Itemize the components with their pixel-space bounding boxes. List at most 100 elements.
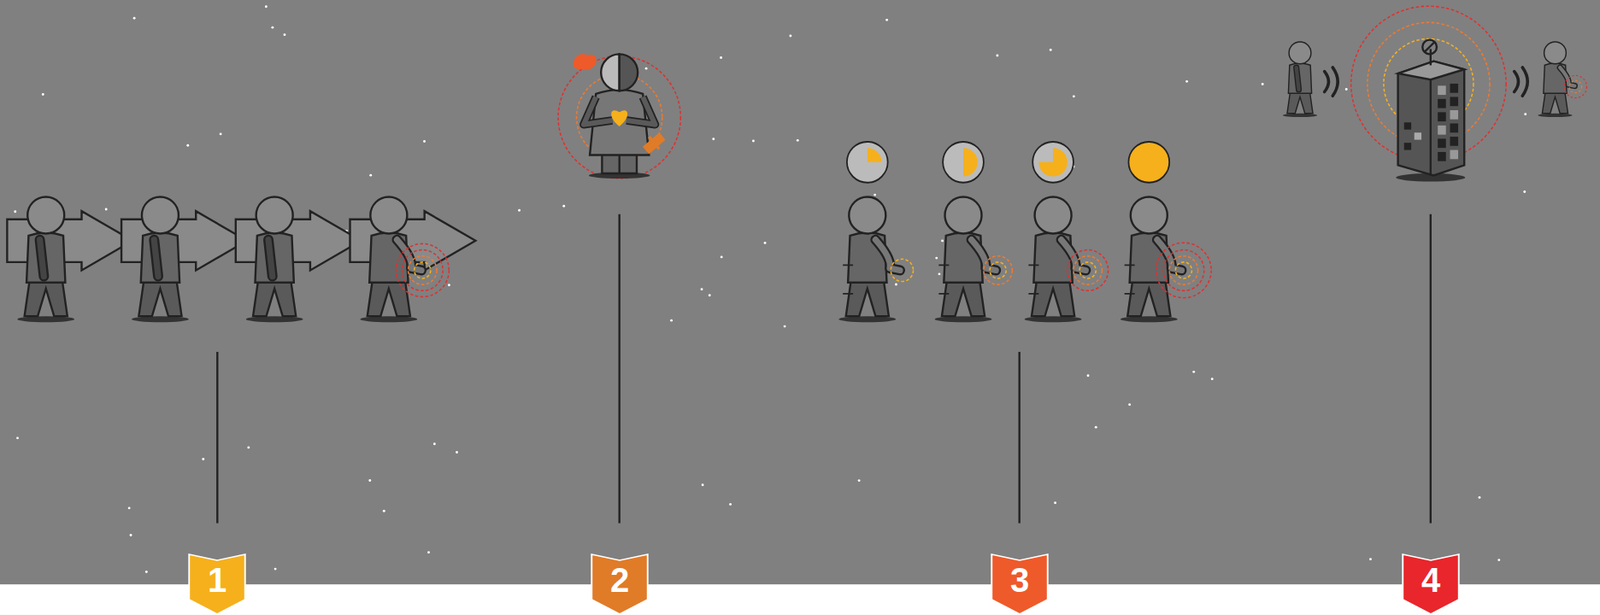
window — [1437, 138, 1447, 148]
star-dot — [752, 140, 755, 143]
drawing-part — [600, 53, 619, 91]
drawing-part — [216, 352, 218, 524]
drawing-part — [1156, 242, 1212, 298]
star-dot — [13, 210, 17, 213]
star-dot — [369, 174, 372, 177]
drawing-part — [617, 155, 620, 174]
star-dot — [201, 458, 205, 461]
drawing-part — [235, 211, 362, 271]
star-dot — [894, 283, 898, 287]
star-dot — [885, 18, 889, 22]
drawing-part — [619, 53, 638, 91]
star-dot — [455, 451, 459, 454]
stage-badge: 1 — [188, 550, 247, 615]
star-dot — [788, 35, 792, 38]
star-dot — [264, 5, 268, 8]
drawing-part — [1073, 256, 1102, 285]
drawing-part — [1404, 83, 1459, 162]
star-dot — [562, 205, 565, 208]
star-dot — [1094, 426, 1098, 430]
window — [1437, 99, 1447, 109]
star-dot — [433, 442, 436, 446]
star-dot — [423, 140, 426, 143]
star-dot — [283, 33, 287, 36]
star-dot — [938, 272, 942, 276]
star-dot — [447, 283, 451, 287]
star-dot — [708, 294, 712, 297]
drawing-part — [890, 242, 1212, 298]
star-dot — [701, 483, 705, 487]
window — [1450, 96, 1459, 106]
drawing-part — [268, 240, 273, 277]
star-dot — [796, 139, 800, 142]
star-dot — [764, 241, 767, 245]
drawing-part — [617, 214, 620, 524]
star-dot — [670, 319, 673, 323]
drawing-part — [645, 135, 664, 153]
drawing-part — [847, 141, 1170, 183]
star-dot — [382, 510, 386, 513]
star-dot — [1523, 112, 1527, 116]
drawing-part — [1175, 262, 1192, 279]
stage-1 — [6, 196, 476, 323]
star-dot — [873, 194, 877, 197]
star-dot — [145, 570, 148, 574]
drawing-part — [1061, 240, 1087, 271]
star-dot — [270, 26, 274, 30]
drawing-part — [1032, 141, 1074, 183]
star-dot — [783, 325, 787, 329]
window — [1450, 83, 1459, 94]
star-dot — [935, 257, 938, 260]
drawing-part — [1324, 67, 1529, 96]
drawing-part — [842, 264, 1135, 294]
window — [1450, 110, 1459, 120]
star-dot — [133, 17, 136, 20]
drawing-part — [408, 256, 437, 285]
star-dot — [219, 132, 223, 136]
drawing-part — [121, 211, 248, 271]
drawing-part — [1282, 41, 1318, 118]
drawing-part — [1429, 48, 1432, 65]
drawing-part — [1163, 250, 1205, 292]
window — [1450, 123, 1459, 134]
stage-badge: 3 — [990, 550, 1049, 615]
window — [1437, 111, 1447, 122]
star-dot — [941, 239, 944, 242]
star-dot — [16, 436, 19, 440]
drawing-part — [6, 211, 133, 271]
drawing-part — [847, 141, 889, 183]
star-dot — [129, 534, 133, 537]
drawing-part — [1324, 67, 1339, 96]
star-dot — [1497, 558, 1500, 562]
star-dot — [1369, 558, 1372, 561]
drawing-part — [1537, 41, 1575, 118]
drawing-part — [1169, 256, 1198, 285]
star-dot — [719, 56, 723, 59]
drawing-part — [573, 53, 597, 71]
callout-number: 2 — [590, 560, 649, 600]
star-dot — [1049, 48, 1053, 52]
drawing-part — [1038, 147, 1067, 177]
stage-4 — [1282, 5, 1588, 182]
drawing-part — [1422, 40, 1437, 55]
drawing-part — [395, 243, 449, 297]
drawing-part — [17, 196, 75, 323]
drawing-part — [1067, 250, 1109, 292]
drawing-part — [983, 256, 1012, 285]
star-dot — [1261, 82, 1265, 86]
drawing-part — [246, 196, 304, 323]
drawing-part — [1128, 141, 1170, 183]
drawing-part — [963, 147, 978, 177]
drawing-part — [1017, 352, 1020, 524]
stage-2 — [558, 53, 681, 179]
drawing-part — [1569, 80, 1582, 93]
drawing-part — [40, 240, 45, 277]
star-dot — [427, 551, 430, 554]
window — [1414, 132, 1422, 140]
drawing-part — [1514, 67, 1529, 96]
drawing-part — [1429, 79, 1432, 176]
drawing-part — [942, 141, 984, 183]
star-dot — [1523, 190, 1526, 194]
drawing-part — [1079, 262, 1096, 279]
star-dot — [368, 479, 371, 483]
